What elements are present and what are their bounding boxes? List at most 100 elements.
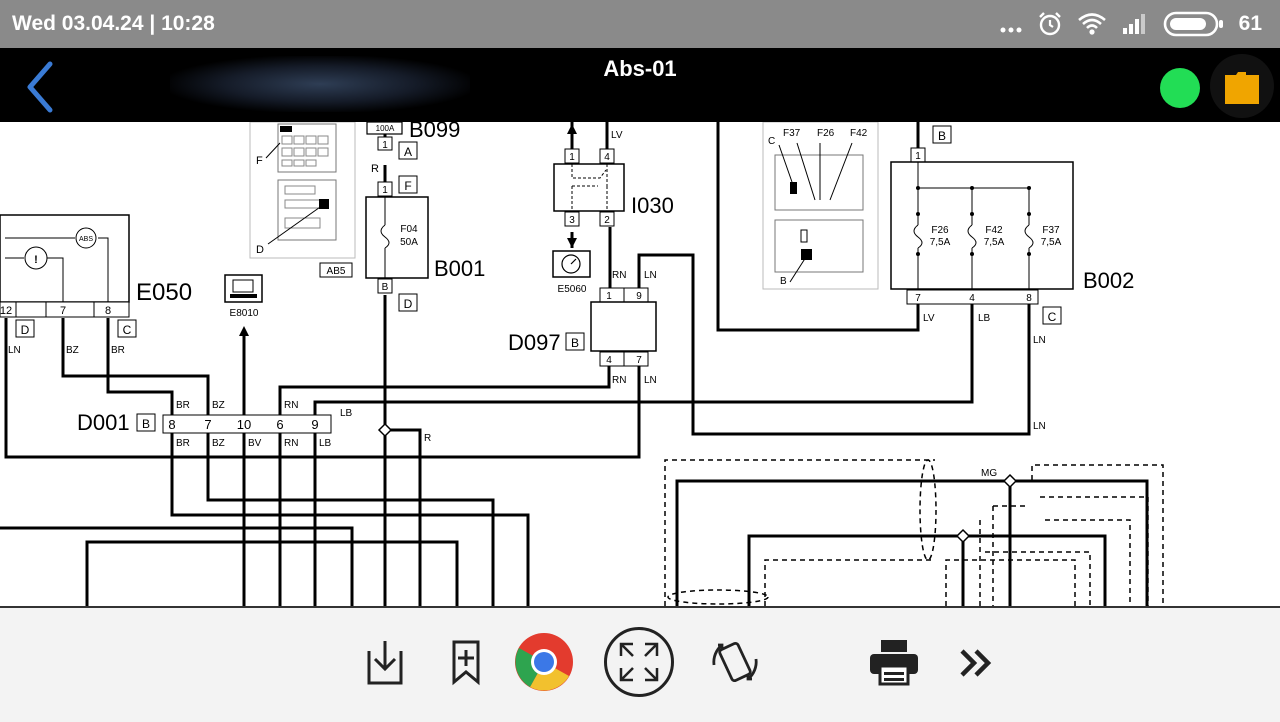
pin-label: 4 [604, 152, 610, 163]
connector-label: B [780, 276, 787, 287]
fuse-label: F42 [850, 128, 868, 139]
connector-label: B [938, 129, 946, 143]
header-background-image [170, 56, 470, 112]
wire-label: RN [612, 270, 626, 281]
wifi-icon [1077, 13, 1106, 35]
connector-label: D [256, 244, 264, 256]
module-e5060: E5060 RN LN [552, 250, 657, 295]
fusebox-location: C F37 F26 F42 B [762, 122, 879, 290]
back-arrow-icon [27, 61, 53, 113]
wire-label: R [371, 163, 379, 175]
fuse-rating: 7,5A [984, 237, 1005, 248]
more-icon [960, 649, 992, 677]
wire-label: LV [923, 313, 935, 324]
page-title: Abs-01 [603, 56, 677, 81]
download-button[interactable] [360, 634, 410, 690]
pin-label: 7 [636, 355, 642, 366]
fuse-rating-f04: 50A [400, 237, 418, 248]
wire-label: LV [611, 130, 623, 141]
wire-label: LN [644, 375, 657, 386]
bookmark-add-button[interactable] [441, 634, 491, 690]
wire-label: BZ [212, 400, 225, 411]
connector-label: D [404, 297, 413, 311]
arrow-down [567, 238, 577, 248]
wiring-diagram[interactable]: ! ABS 12 7 8 E050 F D AB5 E8 [0, 122, 1280, 608]
fullscreen-button[interactable] [604, 627, 674, 697]
svg-text:!: ! [34, 254, 38, 266]
module-b001: 1 F F04 50A B D B001 [365, 175, 485, 312]
status-datetime: Wed 03.04.24 | 10:28 [12, 12, 215, 35]
pin-label: 12 [0, 305, 12, 317]
bookmark-add-icon [452, 640, 480, 686]
status-icons: 61 [999, 10, 1262, 38]
battery-icon [1163, 11, 1223, 37]
module-ab5: F D AB5 [249, 122, 356, 278]
fuse-label: F26 [931, 225, 949, 236]
connector-label: A [404, 145, 412, 159]
connector-label: C [1048, 310, 1057, 324]
component-label-ab5: AB5 [327, 266, 346, 277]
pin-label: 6 [276, 417, 283, 432]
alarm-icon [1038, 12, 1061, 36]
wire-label: RN [612, 375, 626, 386]
pin-label: 9 [311, 417, 318, 432]
wire-label: BZ [66, 345, 79, 356]
wire-label: RN [284, 438, 298, 449]
wire-label: RN [284, 400, 298, 411]
splice-points [377, 422, 1018, 544]
bottom-toolbar [0, 606, 1280, 722]
pin-label: 1 [382, 185, 388, 196]
connector-label: F [256, 155, 263, 167]
module-i030: 1 4 LV 3 2 I030 [553, 130, 674, 227]
wire-label-mg: MG [981, 468, 997, 479]
pin-label: 1 [569, 152, 575, 163]
module-b099: 100A 1 B099 A R [366, 122, 460, 175]
wire-label: LN [644, 270, 657, 281]
wire-label: BV [248, 438, 262, 449]
shielding [664, 459, 1164, 606]
module-d097: 1 9 4 7 D097 B RN LN [508, 287, 657, 386]
component-label-i030: I030 [631, 193, 674, 218]
fuse-rating: 7,5A [1041, 237, 1062, 248]
signal-icon [1122, 14, 1145, 34]
pin-label: 8 [105, 305, 111, 317]
more-button[interactable] [952, 638, 998, 688]
arrow-up [567, 124, 577, 134]
abs-symbol: ABS [79, 236, 93, 243]
print-icon [870, 640, 918, 686]
folder-icon [1225, 72, 1259, 104]
pin-label: 8 [1026, 293, 1032, 304]
folder-button[interactable] [1210, 54, 1274, 118]
wire-label: R [424, 433, 431, 444]
module-e050: ! ABS 12 7 8 E050 [0, 214, 192, 318]
chrome-button[interactable] [512, 630, 576, 694]
pin-label: 9 [636, 291, 642, 302]
fuse-label: F26 [817, 128, 835, 139]
pin-label: 8 [168, 417, 175, 432]
wires [0, 122, 1149, 606]
pin-label: 7 [204, 417, 211, 432]
wire-label: LB [319, 438, 332, 449]
connector-label: C [123, 323, 132, 337]
fullscreen-icon [619, 642, 659, 682]
component-label-d097: D097 [508, 330, 561, 355]
rotate-icon [712, 641, 758, 683]
fuse-label: F42 [985, 225, 1003, 236]
pin-label: 4 [969, 293, 975, 304]
wire-label: BR [176, 400, 190, 411]
pin-label: B [382, 282, 389, 293]
component-label-b002: B002 [1083, 268, 1134, 293]
battery-level: 61 [1238, 12, 1262, 35]
wire-label: LN [8, 345, 21, 356]
module-e8010: E8010 [224, 274, 263, 319]
back-button[interactable] [18, 56, 64, 116]
fuse-label-f04: F04 [400, 224, 418, 235]
print-button[interactable] [865, 634, 923, 690]
fuse-label: F37 [783, 128, 801, 139]
wire-label: LN [1033, 335, 1046, 346]
rotate-button[interactable] [707, 634, 763, 690]
chrome-icon [515, 633, 573, 691]
status-indicator[interactable] [1160, 68, 1200, 108]
pin-label: 10 [237, 417, 251, 432]
connector-label: F [404, 179, 411, 193]
